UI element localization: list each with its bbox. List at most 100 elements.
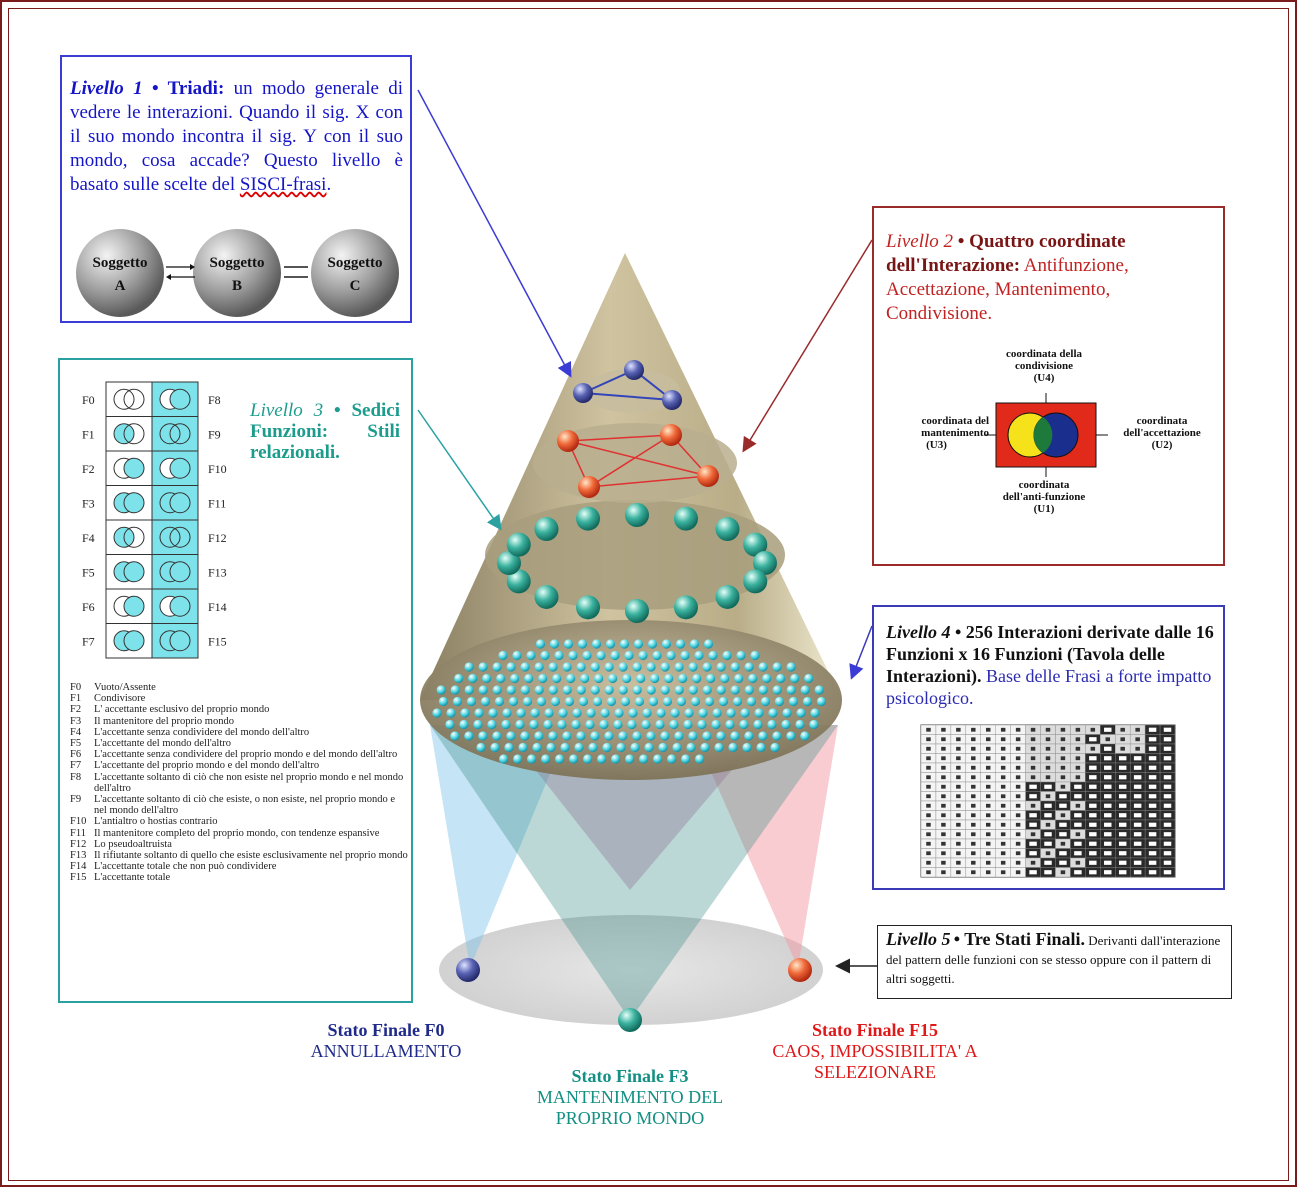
interaction-dot	[686, 742, 696, 753]
table-mark	[1104, 775, 1112, 780]
table-mark	[1148, 832, 1157, 837]
table-mark	[1148, 794, 1157, 799]
table-mark	[1000, 765, 1006, 770]
table-mark	[985, 775, 991, 780]
interaction-dot	[628, 708, 638, 718]
table-mark	[1045, 775, 1051, 780]
table-mark	[1089, 813, 1097, 818]
subject-b: Soggetto B	[193, 229, 281, 317]
table-mark	[1133, 851, 1142, 856]
interaction-dot	[468, 673, 478, 684]
table-mark	[1000, 746, 1006, 751]
interaction-dot	[622, 673, 632, 684]
interaction-dot	[647, 639, 658, 649]
table-mark	[1104, 813, 1112, 818]
beam-teal	[430, 725, 838, 1020]
table-mark	[1089, 851, 1097, 856]
interaction-dot	[582, 650, 592, 661]
table-mark	[956, 756, 961, 761]
interaction-dot	[554, 650, 564, 661]
table-mark	[1044, 860, 1052, 865]
interaction-dot	[661, 639, 672, 649]
level3-title: Livello 3	[250, 400, 324, 421]
interaction-dot	[476, 742, 486, 753]
table-mark	[1044, 841, 1052, 846]
interaction-dot	[642, 708, 652, 718]
table-mark	[1030, 803, 1036, 808]
table-mark	[1060, 746, 1066, 751]
interaction-dot	[532, 742, 542, 753]
final-f15: Stato Finale F15 CAOS, IMPOSSIBILITA' A …	[735, 1020, 1015, 1083]
table-mark	[971, 794, 976, 799]
venn-right	[169, 630, 191, 652]
table-mark	[1148, 765, 1157, 770]
level2-text: Livello 2 • Quattro coordinate dell'Inte…	[886, 230, 1206, 326]
interaction-dot	[683, 719, 693, 730]
table-mark	[1120, 727, 1125, 732]
table-mark	[1045, 737, 1051, 742]
table-mark	[1120, 737, 1125, 742]
interaction-dot	[546, 742, 556, 753]
ring-ball	[497, 551, 521, 575]
interaction-dot	[748, 673, 758, 684]
table-mark	[956, 803, 961, 808]
table-mark	[1104, 803, 1112, 808]
interaction-dot	[730, 731, 740, 741]
table-mark	[926, 727, 931, 732]
table-mark	[941, 737, 946, 742]
interaction-dot	[666, 650, 676, 661]
interaction-dot	[464, 731, 474, 741]
legend-text: Condivisore	[94, 693, 146, 705]
level1-triad	[573, 360, 682, 410]
table-mark	[941, 860, 946, 865]
interaction-dot	[432, 708, 442, 718]
table-mark	[971, 784, 976, 789]
subject-a-letter: A	[115, 278, 126, 294]
table-mark	[971, 813, 976, 818]
table-mark	[985, 803, 991, 808]
table-mark	[1163, 832, 1172, 837]
table-mark	[956, 851, 961, 856]
final-f3-line1: MANTENIMENTO DEL	[536, 1087, 724, 1107]
table-mark	[1045, 794, 1051, 799]
level5-title: Livello 5	[886, 929, 951, 949]
beam-blue	[430, 725, 570, 968]
interaction-dot	[702, 731, 712, 741]
table-mark	[971, 746, 976, 751]
interaction-dot	[674, 662, 684, 672]
venn-right	[169, 457, 191, 479]
interaction-dot	[684, 708, 694, 718]
table-mark	[1045, 765, 1051, 770]
interaction-dot	[644, 742, 654, 753]
interaction-dot	[711, 719, 721, 730]
interaction-dot	[708, 650, 718, 661]
interaction-dot	[488, 708, 498, 718]
table-mark	[1089, 860, 1097, 865]
interaction-dot	[630, 742, 640, 753]
table-mark	[926, 737, 931, 742]
table-mark	[1030, 737, 1036, 742]
interaction-dot	[492, 731, 502, 741]
interaction-dot	[591, 639, 602, 649]
table-mark	[1148, 784, 1157, 789]
table-mark	[941, 784, 946, 789]
table-mark	[926, 870, 931, 875]
table-mark	[1074, 822, 1082, 827]
table-mark	[1000, 832, 1006, 837]
table-mark	[926, 860, 931, 865]
interaction-dot	[608, 673, 618, 684]
table-mark	[1029, 870, 1037, 875]
level4-body: Base delle Frasi a forte impatto psicolo…	[886, 666, 1212, 708]
table-mark	[926, 794, 931, 799]
interaction-dot	[604, 731, 614, 741]
grid-label-left: F2	[82, 462, 95, 476]
table-mark	[1148, 727, 1157, 732]
interaction-dot	[632, 685, 642, 695]
interaction-dot	[730, 685, 740, 695]
interaction-dot	[478, 731, 488, 741]
table-mark	[1074, 870, 1082, 875]
interaction-dot	[549, 639, 560, 649]
table-mark	[1163, 794, 1172, 799]
